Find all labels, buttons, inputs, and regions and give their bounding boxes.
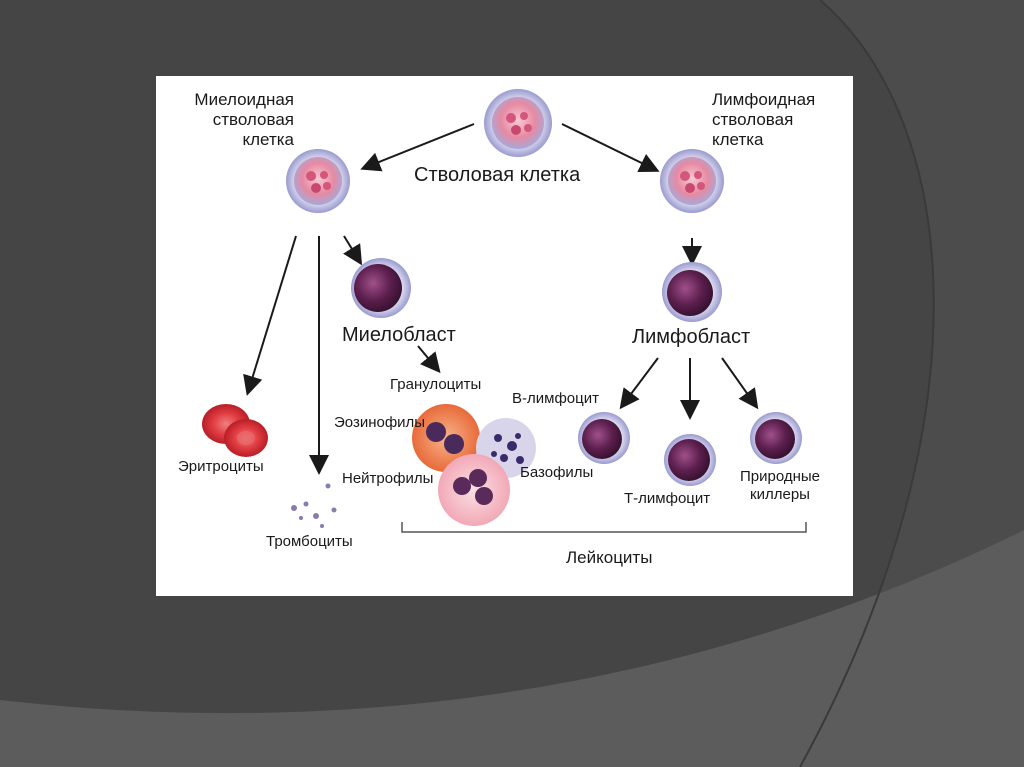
arrow-stem-to-lymphoid <box>561 123 660 172</box>
granulocytes-label: Гранулоциты <box>390 376 482 393</box>
background-curve-bottom <box>0 530 1024 767</box>
leukocytes-label: Лейкоциты <box>566 548 653 567</box>
myeloid-stem-cell-label: Миелоидная стволовая клетка <box>194 90 294 149</box>
t-lymphocyte-label: Т-лимфоцит <box>624 490 711 507</box>
stem-cell-label: Стволовая клетка <box>414 164 581 186</box>
arrow-myeloid-to-erythrocytes <box>243 235 297 396</box>
hematopoiesis-diagram <box>202 89 807 533</box>
myeloid-stem-cell <box>286 149 350 213</box>
lymphoblast-cell <box>662 262 722 322</box>
thrombocytes-label: Тромбоциты <box>266 533 353 550</box>
erythrocytes-label: Эритроциты <box>178 458 264 475</box>
neutrophils-label: Нейтрофилы <box>342 470 434 487</box>
arrow-stem-to-myeloid <box>360 123 475 172</box>
myeloblast-label: Миелобласт <box>342 324 456 346</box>
thrombocytes-cells <box>291 483 337 528</box>
eosinophils-label: Эозинофилы <box>334 414 426 431</box>
arrow-lymphoblast-to-nk <box>721 357 759 410</box>
erythrocytes-cells <box>202 404 268 457</box>
t-lymphocyte-cell <box>664 434 716 486</box>
arrow-myeloid-to-myeloblast <box>343 235 363 266</box>
leukocytes-bracket <box>401 522 807 533</box>
stem-cell <box>484 89 552 157</box>
arrow-myeloblast-to-granulocytes <box>417 345 441 374</box>
eosinophil-cell <box>412 404 480 472</box>
diagram-panel: Стволовая клетка Миелоидная стволовая кл… <box>156 76 853 596</box>
background-curve-line <box>799 0 935 767</box>
b-lymphocyte-label: В-лимфоцит <box>512 390 599 407</box>
basophils-label: Базофилы <box>520 464 594 481</box>
natural-killer-cell <box>750 412 802 464</box>
lymphoid-stem-cell-label: Лимфоидная стволовая клетка <box>712 90 816 149</box>
b-lymphocyte-cell <box>578 412 630 464</box>
myeloblast-cell <box>351 258 411 318</box>
lymphoblast-label: Лимфобласт <box>632 326 751 348</box>
arrow-lymphoblast-to-b <box>619 357 659 410</box>
neutrophil-cell <box>438 454 510 526</box>
lymphoid-stem-cell <box>660 149 724 213</box>
natural-killers-label: Природные киллеры <box>739 468 821 503</box>
